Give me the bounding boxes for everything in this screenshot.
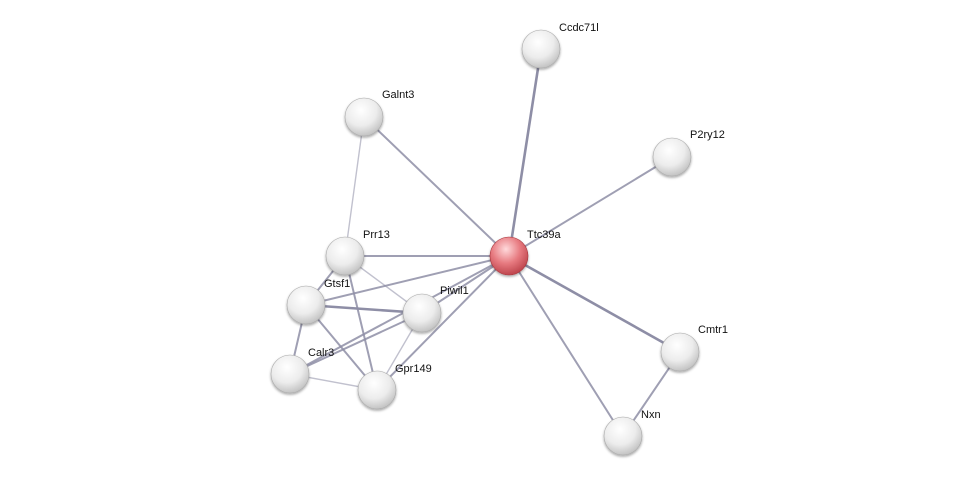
edge-prr13-gpr149 [344, 255, 378, 391]
node-label-piwil1: Piwil1 [440, 285, 469, 297]
node-label-calr3: Calr3 [308, 347, 334, 359]
node-p2ry12[interactable]: P2ry12 [652, 129, 725, 177]
node-label-p2ry12: P2ry12 [690, 129, 725, 141]
node-circle-gpr149[interactable] [357, 370, 397, 410]
node-gtsf1[interactable]: Gtsf1 [286, 278, 350, 325]
edge-ttc39a-gtsf1 [305, 255, 510, 306]
node-galnt3[interactable]: Galnt3 [344, 89, 414, 137]
node-circle-galnt3[interactable] [344, 97, 384, 137]
node-circle-cmtr1[interactable] [660, 332, 700, 372]
node-label-ttc39a: Ttc39a [527, 229, 562, 241]
edge-calr3-piwil1 [289, 312, 423, 375]
node-ccdc71l[interactable]: Ccdc71l [521, 22, 599, 69]
node-nxn[interactable]: Nxn [603, 409, 661, 456]
node-piwil1[interactable]: Piwil1 [402, 285, 469, 333]
node-circle-calr3[interactable] [270, 354, 310, 394]
edge-ttc39a-cmtr1 [507, 254, 682, 354]
node-circle-p2ry12[interactable] [652, 137, 692, 177]
edge-ttc39a-nxn [508, 255, 624, 437]
node-cmtr1[interactable]: Cmtr1 [660, 324, 728, 372]
edge-ttc39a-p2ry12 [508, 156, 673, 257]
node-label-gtsf1: Gtsf1 [324, 278, 350, 290]
node-circle-nxn[interactable] [603, 416, 643, 456]
node-circle-ccdc71l[interactable] [521, 29, 561, 69]
node-gpr149[interactable]: Gpr149 [357, 363, 432, 410]
node-label-ccdc71l: Ccdc71l [559, 22, 599, 34]
edge-ttc39a-calr3 [289, 255, 510, 375]
node-circle-piwil1[interactable] [402, 293, 442, 333]
node-ttc39a[interactable]: Ttc39a [489, 229, 562, 276]
node-circle-prr13[interactable] [325, 236, 365, 276]
node-prr13[interactable]: Prr13 [325, 229, 390, 276]
node-label-nxn: Nxn [641, 409, 661, 421]
node-label-cmtr1: Cmtr1 [698, 324, 728, 336]
edge-galnt3-prr13 [344, 116, 365, 257]
node-label-gpr149: Gpr149 [395, 363, 432, 375]
node-calr3[interactable]: Calr3 [270, 347, 334, 394]
edge-ttc39a-galnt3 [363, 116, 510, 257]
nodes-layer: Ttc39a Ccdc71lGalnt3P2ry12Prr13Gtsf1Piwil… [270, 22, 728, 456]
node-circle-ttc39a[interactable] [489, 236, 529, 276]
node-circle-gtsf1[interactable] [286, 285, 326, 325]
node-label-prr13: Prr13 [363, 229, 390, 241]
edge-ttc39a-ccdc71l [507, 47, 543, 258]
edge-ttc39a-gpr149 [376, 255, 510, 391]
node-label-galnt3: Galnt3 [382, 89, 414, 101]
edge-gtsf1-piwil1 [304, 303, 424, 315]
